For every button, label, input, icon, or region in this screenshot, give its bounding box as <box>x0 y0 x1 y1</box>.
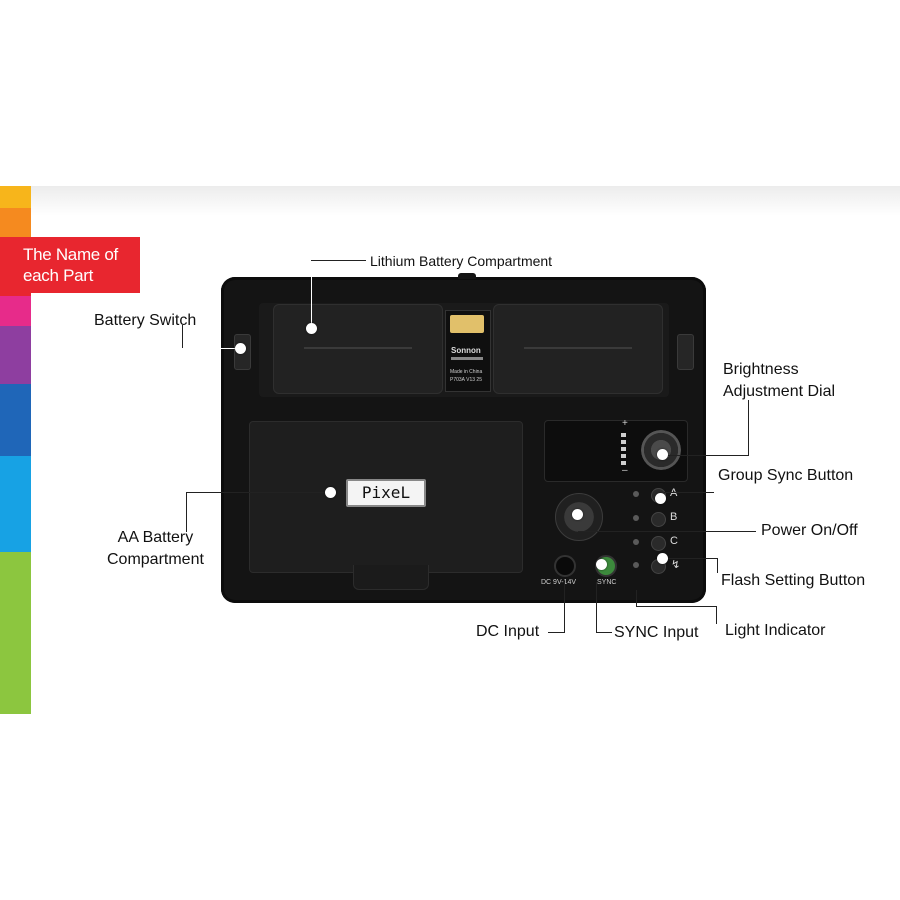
group-letter-c: C <box>670 535 678 547</box>
lithium-battery-right <box>493 304 663 394</box>
label-light-indicator: Light Indicator <box>725 622 826 639</box>
callout-line <box>186 492 328 493</box>
label-aa-line-1: AA Battery <box>117 529 194 546</box>
color-band-pink <box>0 296 31 326</box>
color-band-cyan <box>0 456 31 552</box>
sticker-logo <box>450 315 484 333</box>
label-brightness: Brightness Adjustment Dial <box>723 359 835 403</box>
label-flash-setting: Flash Setting Button <box>721 572 866 589</box>
battery-switch-right[interactable] <box>677 334 694 370</box>
label-dc-input: DC Input <box>476 623 540 640</box>
brightness-level-bars <box>621 433 626 467</box>
flash-icon: ↯ <box>671 559 681 571</box>
callout-line <box>717 558 718 573</box>
callout-line <box>596 582 597 632</box>
indicator-led-c <box>633 539 639 545</box>
label-brightness-line-2: Adjustment Dial <box>723 383 836 400</box>
callout-dot-aa-battery <box>325 487 336 498</box>
label-group-sync: Group Sync Button <box>718 467 854 484</box>
callout-line <box>182 348 240 349</box>
label-battery-switch: Battery Switch <box>94 312 197 329</box>
callout-line <box>182 325 183 348</box>
sticker-bar <box>451 357 483 360</box>
power-button[interactable] <box>555 493 603 541</box>
lithium-battery-left <box>273 304 443 394</box>
callout-line <box>596 632 612 633</box>
dc-port-label: DC 9V-14V <box>541 579 577 586</box>
group-letter-a: A <box>670 487 678 499</box>
battery-slot-right <box>524 347 632 349</box>
color-band-blue <box>0 384 31 456</box>
callout-line <box>548 632 565 633</box>
indicator-led-b <box>633 515 639 521</box>
aa-battery-compartment <box>249 421 523 573</box>
callout-dot-sync <box>596 559 607 570</box>
sticker-brand: Sonnon <box>451 346 481 355</box>
group-letter-b: B <box>670 511 678 523</box>
indicator-led-a <box>633 491 639 497</box>
battery-slot-left <box>304 347 412 349</box>
callout-line <box>311 260 312 328</box>
callout-dot-flash-setting <box>657 553 668 564</box>
sync-port-label: SYNC <box>597 579 617 586</box>
callout-line <box>311 260 366 261</box>
sticker-model: P703A V13 25 <box>450 377 482 383</box>
callout-dot-group-sync <box>655 493 666 504</box>
color-band-green <box>0 552 31 714</box>
label-sync-input: SYNC Input <box>614 624 699 641</box>
callout-line <box>186 492 187 532</box>
aa-compartment-tab <box>353 565 429 590</box>
group-button-b[interactable] <box>651 512 666 527</box>
callout-line <box>665 558 717 559</box>
color-band-purple <box>0 326 31 384</box>
callout-line <box>578 531 756 532</box>
callout-dot-power <box>572 509 583 520</box>
led-light-device: Sonnon Made in China P703A V13 25 PixeL … <box>221 273 706 603</box>
battery-sticker: Sonnon Made in China P703A V13 25 <box>445 310 491 392</box>
top-notch <box>458 273 476 279</box>
callout-dot-battery-switch <box>235 343 246 354</box>
callout-line <box>664 492 714 493</box>
color-band-orange <box>0 208 31 238</box>
callout-line <box>636 606 716 607</box>
section-banner: The Name of each Part <box>0 237 140 293</box>
pixel-logo: PixeL <box>346 479 426 507</box>
label-lithium-battery: Lithium Battery Compartment <box>370 253 553 269</box>
banner-line-1: The Name of <box>23 245 118 264</box>
callout-line <box>564 582 565 632</box>
dc-port[interactable] <box>554 555 576 577</box>
pixel-logo-text: PixeL <box>361 483 411 502</box>
callout-line <box>636 590 637 606</box>
callout-line <box>716 606 717 624</box>
label-brightness-line-1: Brightness <box>723 361 799 378</box>
sticker-made-in: Made in China <box>450 369 483 375</box>
callout-line <box>663 455 749 456</box>
brightness-minus: – <box>622 465 628 476</box>
group-button-c[interactable] <box>651 536 666 551</box>
callout-dot-lithium <box>306 323 317 334</box>
brightness-plus: + <box>622 418 628 429</box>
label-power: Power On/Off <box>761 522 858 539</box>
callout-dot-brightness <box>657 449 668 460</box>
top-shade <box>0 186 900 216</box>
color-band-yellow <box>0 186 31 208</box>
label-aa-battery: AA Battery Compartment <box>107 527 204 571</box>
callout-line <box>748 400 749 455</box>
banner-line-2: each Part <box>23 266 94 285</box>
label-aa-line-2: Compartment <box>107 551 204 568</box>
indicator-led-flash <box>633 562 639 568</box>
